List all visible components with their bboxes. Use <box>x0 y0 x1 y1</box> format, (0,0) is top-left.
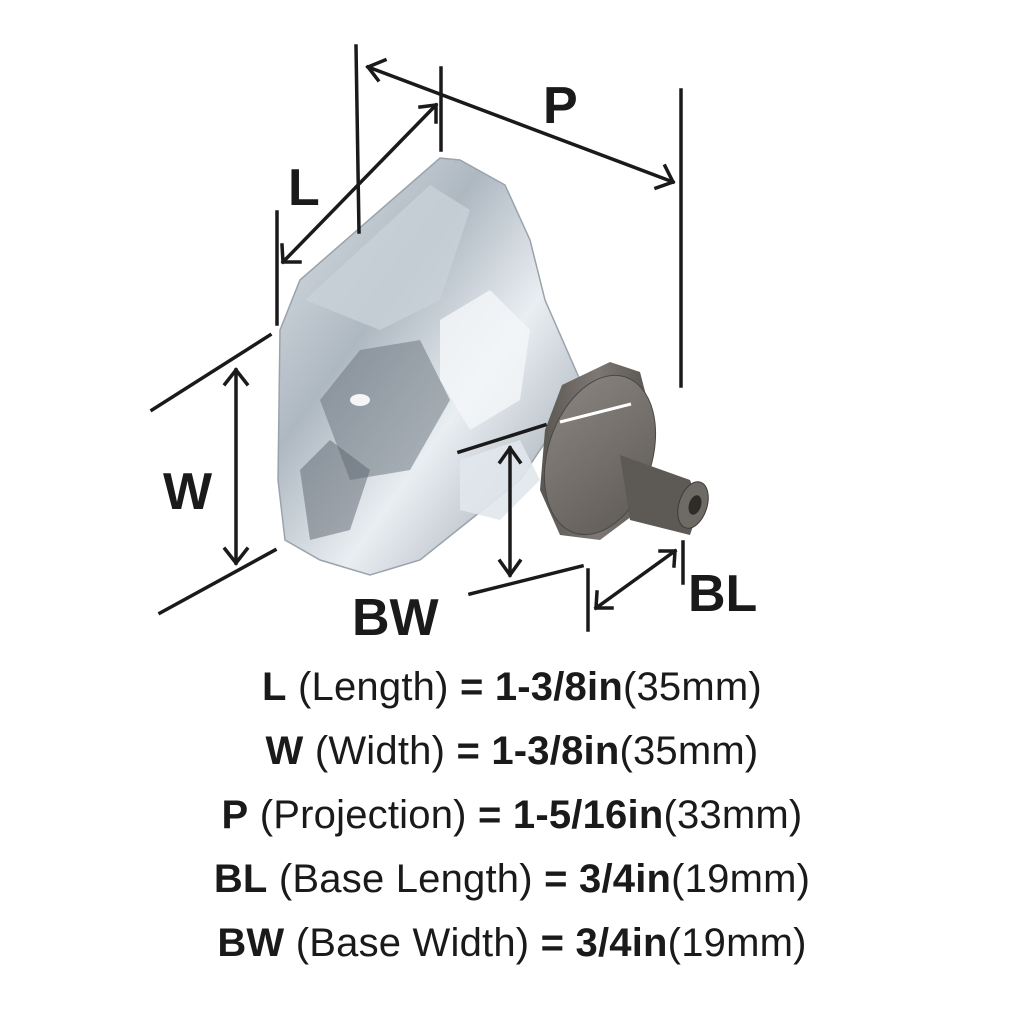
spec-name: (Width) <box>314 729 446 773</box>
knob-illustration <box>149 44 709 632</box>
spec-abbr: L <box>262 665 287 709</box>
dimension-label-p: P <box>543 77 578 135</box>
dimension-label-l: L <box>288 159 320 217</box>
spec-equals: = <box>459 665 484 709</box>
spec-imperial: 3/4in <box>579 857 672 901</box>
spec-name: (Projection) <box>259 793 467 837</box>
spec-abbr: BW <box>217 921 285 965</box>
spec-metric: (35mm) <box>622 665 762 709</box>
spec-metric: (19mm) <box>671 857 811 901</box>
spec-abbr: BL <box>213 857 268 901</box>
spec-name: (Base Length) <box>278 857 533 901</box>
spec-row-base-length: BL (Base Length) = 3/4in(19mm) <box>0 847 1024 911</box>
dimension-label-w: W <box>163 463 213 521</box>
glass-knob-body <box>277 157 581 576</box>
dimension-lines <box>149 44 685 632</box>
spec-imperial: 1-3/8in <box>491 729 620 773</box>
spec-equals: = <box>456 729 481 773</box>
spec-metric: (33mm) <box>663 793 803 837</box>
spec-imperial: 3/4in <box>575 921 668 965</box>
spec-name: (Length) <box>298 665 449 709</box>
spec-abbr: W <box>265 729 304 773</box>
spec-list: L (Length) = 1-3/8in(35mm) W (Width) = 1… <box>0 655 1024 975</box>
spec-abbr: P <box>221 793 249 837</box>
spec-row-width: W (Width) = 1-3/8in(35mm) <box>0 719 1024 783</box>
spec-imperial: 1-3/8in <box>494 665 623 709</box>
spec-metric: (35mm) <box>619 729 759 773</box>
dimension-label-bl: BL <box>688 565 758 623</box>
dimension-diagram: P L W BW BL <box>149 44 758 647</box>
spec-imperial: 1-5/16in <box>512 793 664 837</box>
metal-base <box>540 362 709 540</box>
spec-row-length: L (Length) = 1-3/8in(35mm) <box>0 655 1024 719</box>
spec-row-projection: P (Projection) = 1-5/16in(33mm) <box>0 783 1024 847</box>
spec-equals: = <box>478 793 502 837</box>
dimension-label-bw: BW <box>352 589 439 647</box>
spec-row-base-width: BW (Base Width) = 3/4in(19mm) <box>0 911 1024 975</box>
spec-metric: (19mm) <box>667 921 807 965</box>
spec-equals: = <box>544 857 568 901</box>
spec-equals: = <box>540 921 565 965</box>
spec-name: (Base Width) <box>295 921 530 965</box>
